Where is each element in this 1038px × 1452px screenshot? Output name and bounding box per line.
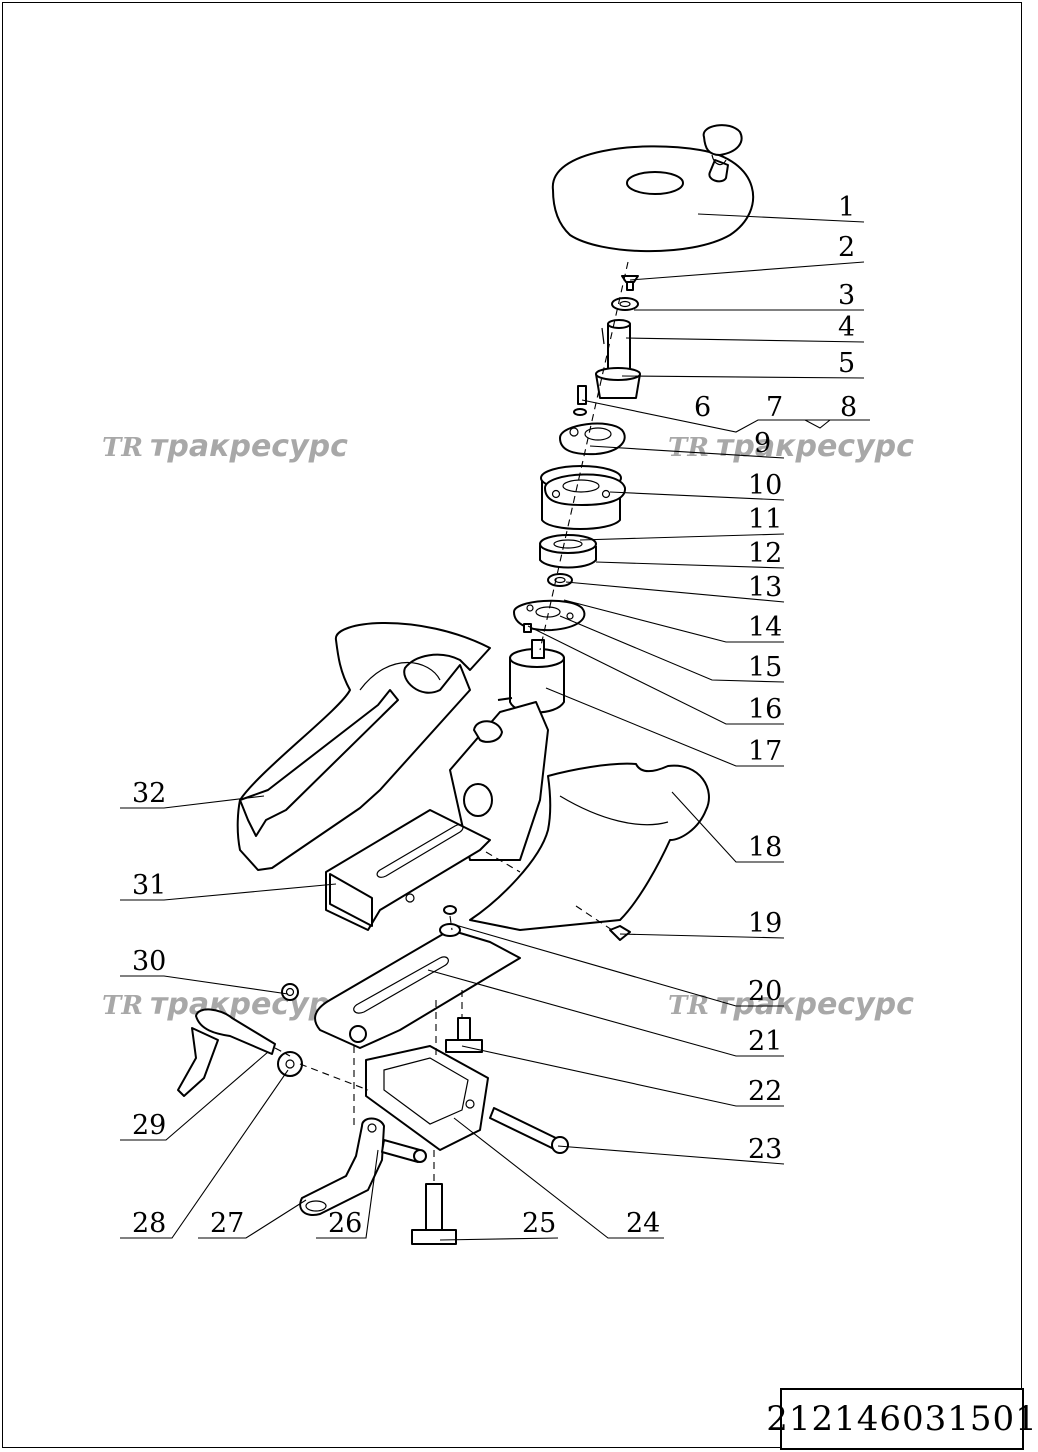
watermark-logo: TR bbox=[668, 433, 709, 463]
watermark-text: тракресурс bbox=[716, 987, 914, 1022]
callout-25: 25 bbox=[522, 1208, 556, 1239]
callout-19: 19 bbox=[748, 908, 782, 939]
callout-12: 12 bbox=[748, 538, 782, 569]
part-29-lever bbox=[177, 1008, 276, 1097]
callout-32: 32 bbox=[132, 778, 166, 809]
callout-21: 21 bbox=[748, 1026, 782, 1057]
watermark-text: тракресурс bbox=[150, 429, 348, 464]
watermark-logo: TR bbox=[102, 991, 143, 1021]
callout-20: 20 bbox=[748, 976, 782, 1007]
part-1-seat-cover bbox=[551, 124, 755, 253]
part-6-7-8-bolt-spring bbox=[573, 385, 587, 416]
callout-26: 26 bbox=[328, 1208, 362, 1239]
watermark-text: тракресурс bbox=[716, 429, 914, 464]
watermark-1: TR тракресурс bbox=[102, 429, 348, 464]
part-14-15-16-plate bbox=[513, 599, 586, 633]
callout-8: 8 bbox=[840, 392, 857, 423]
document-number: 212146031501 bbox=[766, 1399, 1038, 1439]
watermark-4: TR тракресурс bbox=[668, 987, 914, 1022]
part-25-t-bolt bbox=[411, 1183, 457, 1245]
callout-11: 11 bbox=[748, 504, 782, 535]
part-24-mount-bracket bbox=[365, 1045, 489, 1151]
part-13-nut bbox=[547, 573, 573, 587]
callout-7: 7 bbox=[766, 392, 783, 423]
callout-4: 4 bbox=[838, 312, 855, 343]
part-32-left-bracket bbox=[236, 622, 491, 871]
watermark-2: TR тракресурс bbox=[668, 429, 914, 464]
callout-9: 9 bbox=[754, 428, 771, 459]
assembly-lines bbox=[274, 851, 521, 1184]
sheet-frame bbox=[2, 2, 1022, 1448]
part-26-pin bbox=[381, 1139, 427, 1163]
callout-31: 31 bbox=[132, 870, 166, 901]
part-3-washer bbox=[611, 297, 639, 311]
part-18-right-plate bbox=[469, 762, 710, 931]
callout-22: 22 bbox=[748, 1076, 782, 1107]
callout-3: 3 bbox=[838, 280, 855, 311]
callout-10: 10 bbox=[748, 470, 782, 501]
callout-27: 27 bbox=[210, 1208, 244, 1239]
watermark-3: TR тракресурс bbox=[102, 987, 348, 1022]
part-20-bolt bbox=[443, 905, 457, 931]
callout-16: 16 bbox=[748, 694, 782, 725]
document-number-box: 212146031501 bbox=[766, 1388, 1037, 1450]
part-17-pivot-block bbox=[497, 639, 565, 714]
callout-numbers: 1 2 3 4 5 6 7 8 9 10 11 12 13 14 15 16 1… bbox=[132, 192, 857, 1239]
part-31-upright-tube bbox=[325, 701, 549, 931]
part-19-screw bbox=[575, 905, 631, 941]
part-10-housing bbox=[540, 465, 626, 530]
callout-30: 30 bbox=[132, 946, 166, 977]
center-axis-line bbox=[539, 261, 629, 651]
watermark-logo: TR bbox=[668, 991, 709, 1021]
callout-18: 18 bbox=[748, 832, 782, 863]
part-28-washer bbox=[277, 1051, 303, 1077]
part-21-long-arm bbox=[314, 923, 521, 1049]
part-27-link-plate bbox=[299, 1117, 385, 1216]
callout-1: 1 bbox=[838, 192, 855, 223]
callout-29: 29 bbox=[132, 1110, 166, 1141]
callout-28: 28 bbox=[132, 1208, 166, 1239]
callout-2: 2 bbox=[838, 232, 855, 263]
callout-15: 15 bbox=[748, 652, 782, 683]
part-9-flange bbox=[559, 422, 626, 456]
callout-23: 23 bbox=[748, 1134, 782, 1165]
callout-17: 17 bbox=[748, 736, 782, 767]
part-30-ring bbox=[281, 983, 299, 1001]
part-23-pin bbox=[489, 1107, 569, 1154]
leader-lines bbox=[120, 213, 870, 1241]
part-2-screw bbox=[621, 275, 639, 291]
callout-6: 6 bbox=[694, 392, 711, 423]
part-4-5-shaft bbox=[595, 319, 641, 399]
callout-24: 24 bbox=[626, 1208, 660, 1239]
watermark-logo: TR bbox=[102, 433, 143, 463]
callout-13: 13 bbox=[748, 572, 782, 603]
callout-14: 14 bbox=[748, 612, 782, 643]
callout-5: 5 bbox=[838, 348, 855, 379]
